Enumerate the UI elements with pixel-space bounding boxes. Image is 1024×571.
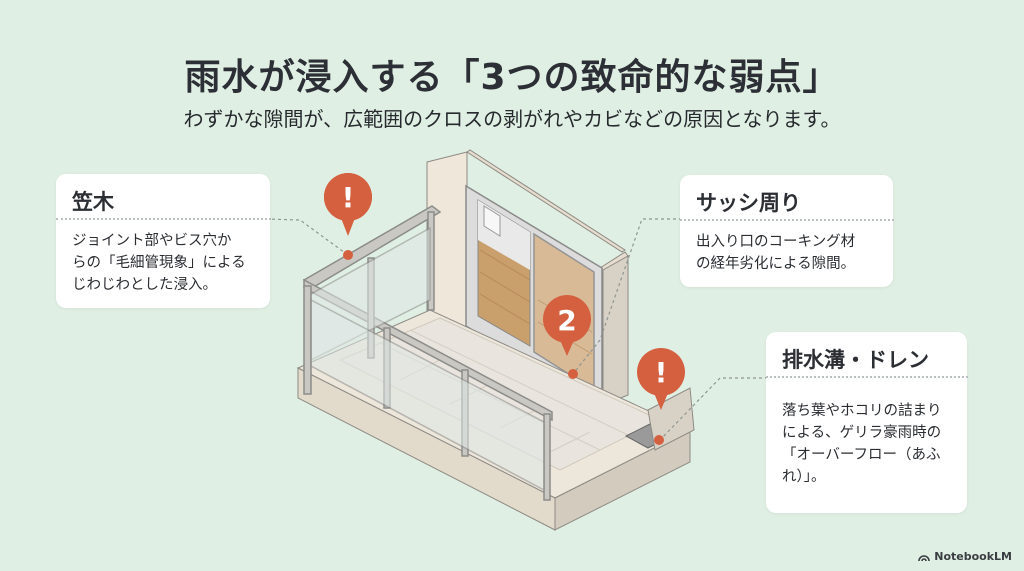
marker-pin-2 bbox=[543, 295, 591, 356]
callout-card-sash: サッシ周り 出入り口のコーキング材 の経年劣化による隙間。 bbox=[680, 175, 894, 287]
card-body-line: れ）」。 bbox=[782, 469, 826, 485]
railing bbox=[302, 205, 553, 501]
marker-pin-3 bbox=[637, 348, 685, 410]
card-body: ジョイント部やビス穴か らの「毛細管現象」による じわじわとした浸入。 bbox=[56, 220, 270, 296]
card-body-line: 「オーバーフロー（あふ bbox=[782, 447, 941, 463]
page-subtitle: わずかな隙間が、広範囲のクロスの剥がれやカビなどの原因となります。 bbox=[183, 107, 841, 131]
card-divider bbox=[766, 376, 968, 378]
card-body: 落ち葉やホコリの詰まり による、ゲリラ豪雨時の 「オーバーフロー（あふ れ）」。 bbox=[766, 378, 967, 488]
card-title: 笠木 bbox=[72, 190, 114, 214]
brand-label: NotebookLM bbox=[934, 550, 1012, 563]
target-dot-sash bbox=[568, 369, 578, 379]
card-divider bbox=[56, 218, 271, 220]
card-body-line: 落ち葉やホコリの詰まり bbox=[782, 403, 942, 419]
target-dot-drain bbox=[654, 435, 664, 445]
callout-card-drain: 排水溝・ドレン 落ち葉やホコリの詰まり による、ゲリラ豪雨時の 「オーバーフロー… bbox=[766, 332, 968, 513]
card-title: サッシ周り bbox=[696, 191, 801, 215]
card-body-line: による、ゲリラ豪雨時の bbox=[782, 425, 942, 441]
card-body-line: ジョイント部やビス穴か bbox=[72, 233, 232, 249]
card-body-line: じわじわとした浸入。 bbox=[72, 277, 217, 293]
card-body-line: らの「毛細管現象」による bbox=[72, 255, 246, 271]
target-dot-kasagi bbox=[343, 250, 353, 260]
number-icon: 2 bbox=[557, 304, 577, 337]
callout-card-kasagi: 笠木 ジョイント部やビス穴か らの「毛細管現象」による じわじわとした浸入。 bbox=[56, 174, 271, 308]
exclamation-icon: ! bbox=[654, 356, 668, 389]
brand-watermark: NotebookLM bbox=[918, 550, 1012, 563]
page-title: 雨水が浸入する「3つの致命的な弱点」 bbox=[184, 57, 840, 98]
card-divider bbox=[680, 219, 894, 221]
marker-pin-1 bbox=[323, 173, 372, 236]
card-title: 排水溝・ドレン bbox=[782, 348, 929, 372]
card-body-line: の経年劣化による隙間。 bbox=[696, 256, 856, 272]
exclamation-icon: ! bbox=[341, 181, 355, 214]
card-body: 出入り口のコーキング材 の経年劣化による隙間。 bbox=[680, 221, 893, 275]
notebooklm-logo-icon bbox=[918, 554, 931, 561]
card-body-line: 出入り口のコーキング材 bbox=[696, 234, 856, 250]
